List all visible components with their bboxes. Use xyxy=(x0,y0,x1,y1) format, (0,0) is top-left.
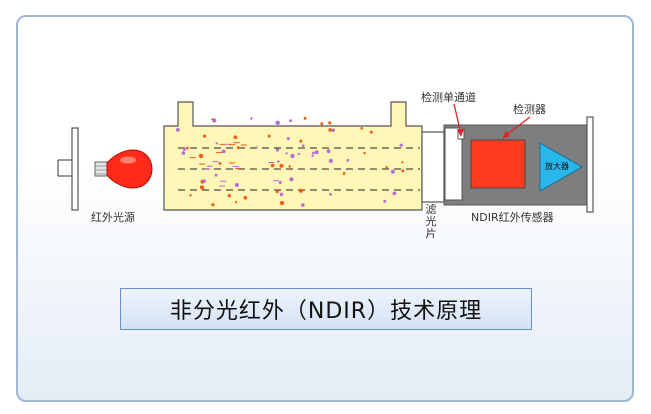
gas-molecule xyxy=(286,137,290,141)
gas-molecule xyxy=(289,119,292,123)
gas-molecule xyxy=(203,134,207,138)
gas-molecule xyxy=(363,151,366,155)
gas-molecule xyxy=(250,117,253,120)
amplifier-label: 放大器 xyxy=(545,162,569,171)
gas-molecule xyxy=(215,142,218,145)
gas-molecule xyxy=(399,143,403,147)
amplifier-triangle xyxy=(539,142,584,192)
gas-molecule xyxy=(360,127,364,130)
gas-molecule xyxy=(289,177,294,182)
detector-block xyxy=(470,139,526,189)
gas-molecule xyxy=(314,150,319,155)
gas-molecule xyxy=(199,185,205,190)
lamp-label: 红外光源 xyxy=(91,211,135,224)
gas-molecule xyxy=(342,172,346,175)
gas-molecule xyxy=(189,194,192,197)
gas-molecule xyxy=(221,149,226,154)
infrared-lamp-icon xyxy=(94,149,153,189)
gas-molecule xyxy=(279,163,284,168)
gas-molecule xyxy=(320,122,324,126)
channel-label: 检测单通道 xyxy=(421,91,476,104)
gas-molecule xyxy=(298,188,303,193)
gas-molecule xyxy=(277,160,280,163)
lamp-mount xyxy=(57,127,79,211)
gas-molecule xyxy=(311,154,314,157)
gas-molecule xyxy=(385,166,388,169)
gas-molecule xyxy=(279,200,285,206)
gas-molecule xyxy=(198,153,204,159)
gas-molecule xyxy=(186,146,189,150)
gas-molecule xyxy=(346,158,350,162)
detector-label: 检测器 xyxy=(513,103,546,116)
filter-label: 滤光片 xyxy=(425,203,437,240)
gas-molecule xyxy=(182,147,186,151)
gas-molecule xyxy=(214,173,218,177)
diagram-title: 非分光红外（NDIR）技术原理 xyxy=(120,288,532,330)
gas-molecule xyxy=(303,116,307,120)
gas-molecule xyxy=(176,127,180,132)
gas-molecule xyxy=(312,151,315,155)
gas-molecule xyxy=(401,169,405,173)
gas-molecule xyxy=(328,158,333,163)
gas-molecule xyxy=(369,130,373,134)
gas-molecule xyxy=(401,161,404,164)
gas-molecule xyxy=(326,149,331,154)
gas-molecule xyxy=(275,120,280,126)
gas-molecule xyxy=(288,165,291,168)
gas-molecule xyxy=(234,183,239,187)
gas-molecule xyxy=(227,194,231,198)
gas-molecule xyxy=(181,151,186,155)
gas-molecule xyxy=(233,135,238,140)
detector-pointer-arrow xyxy=(502,116,531,139)
gas-molecule xyxy=(285,152,288,155)
gas-molecule xyxy=(290,153,295,159)
gas-molecule xyxy=(278,181,282,184)
gas-molecule xyxy=(302,144,305,147)
sensor-label: NDIR红外传感器 xyxy=(471,211,554,224)
channel-pointer-arrow xyxy=(453,103,464,137)
gas-molecule xyxy=(202,179,206,183)
gas-molecule xyxy=(211,203,215,207)
gas-molecule xyxy=(275,189,279,194)
gas-molecule xyxy=(234,201,238,204)
gas-molecule xyxy=(279,192,284,197)
gas-molecule xyxy=(236,146,240,150)
gas-molecule xyxy=(267,134,271,138)
gas-molecule xyxy=(331,128,335,132)
gas-molecule xyxy=(328,128,332,132)
gas-molecule xyxy=(297,152,300,156)
gas-molecule xyxy=(299,139,303,143)
gas-molecule xyxy=(383,199,387,203)
gas-molecule xyxy=(329,192,332,196)
gas-molecule xyxy=(328,121,332,125)
gas-molecule xyxy=(218,162,222,165)
gas-molecule xyxy=(275,148,280,152)
gas-molecule xyxy=(390,169,395,174)
gas-molecule xyxy=(270,163,275,168)
gas-molecule xyxy=(243,195,248,200)
gas-molecule xyxy=(211,118,214,121)
gas-chamber xyxy=(163,101,423,211)
gas-molecule xyxy=(301,203,305,207)
gas-molecule xyxy=(392,191,397,196)
gas-molecules xyxy=(176,116,405,207)
gas-molecule xyxy=(255,146,258,149)
optical-filter xyxy=(421,131,445,203)
